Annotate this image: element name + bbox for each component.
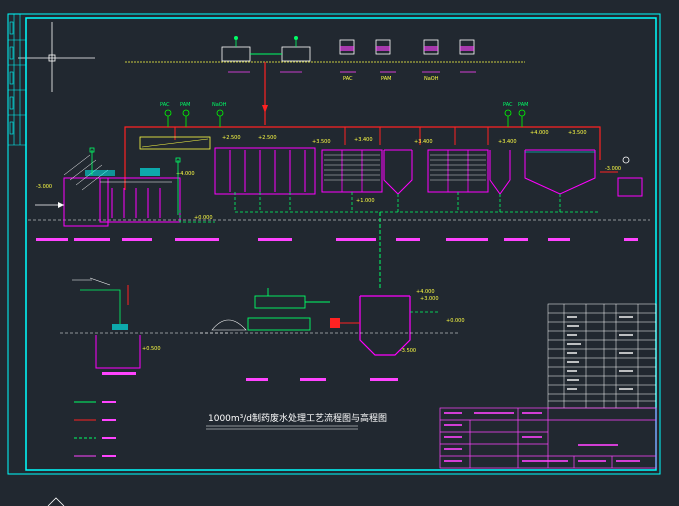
chem-label-pam-left: PAM: [180, 102, 190, 108]
chem-label-pac-right: PAC: [503, 102, 513, 108]
elev-label-7: +3.400: [414, 139, 433, 145]
main-header-pipe: [124, 126, 601, 190]
chem-label-naoh-top: NaOH: [424, 76, 439, 82]
elev-label-4: +2.500: [258, 135, 277, 141]
chem-drops-left: [164, 109, 526, 127]
sludge-cake-pile: [211, 319, 247, 331]
unit-label-bars: [36, 238, 638, 241]
feed-arrow: [262, 105, 268, 113]
ucs-icon: [47, 497, 65, 506]
inner-frame: [25, 17, 657, 471]
table-cell-marks: [567, 316, 633, 390]
chem-label-pam-right: PAM: [518, 102, 528, 108]
bio-media: [324, 154, 486, 181]
chem-label-pam-top: PAM: [381, 76, 391, 82]
settling-tanks: [383, 149, 596, 195]
elev-label-3: +2.500: [222, 135, 241, 141]
elev-label-16: -3.500: [400, 348, 416, 354]
sludge-lines-top: [179, 192, 600, 223]
reaction-tanks: [214, 147, 316, 195]
level-posts-left: [89, 147, 181, 215]
drawing-title: 1000m³/d制药废水处理工艺流程图与高程图: [208, 412, 387, 424]
binding-strip: [8, 14, 26, 146]
sludge-thickener: [359, 295, 411, 356]
chem-label-naoh-left: NaOH: [212, 102, 227, 108]
filter-press: [247, 288, 330, 331]
elev-label-17: +3.000: [420, 296, 439, 302]
elev-label-6: +3.400: [354, 137, 373, 143]
chem-label-pac-top: PAC: [343, 76, 353, 82]
outer-frame: [7, 13, 661, 475]
elev-label-1: -3.000: [36, 184, 52, 190]
elev-label-11: -3.000: [605, 166, 621, 172]
title-block-text-marks: [444, 412, 640, 462]
elev-label-15: +4.000: [416, 289, 435, 295]
elev-label-13: +1.000: [356, 198, 375, 204]
elev-label-9: +3.400: [498, 139, 517, 145]
clear-water-tank: [617, 177, 643, 197]
equipment-table: [547, 303, 657, 409]
elev-label-18: +0.000: [446, 318, 465, 324]
crosshair-cursor: [18, 22, 95, 92]
title-block: [439, 407, 657, 469]
elev-label-14: +0.500: [142, 346, 161, 352]
elev-label-8: +4.000: [530, 130, 549, 136]
elev-label-2: +4.000: [176, 171, 195, 177]
elev-label-12: +0.000: [194, 215, 213, 221]
pump-pit: [95, 335, 141, 369]
dosing-units: [125, 36, 525, 73]
grid-adjust-tank: [63, 177, 181, 227]
legend: [74, 401, 116, 457]
bio-tanks: [321, 149, 489, 193]
elev-label-5: +3.500: [312, 139, 331, 145]
chem-label-pac-left: PAC: [160, 102, 170, 108]
elev-label-10: +3.500: [568, 130, 587, 136]
